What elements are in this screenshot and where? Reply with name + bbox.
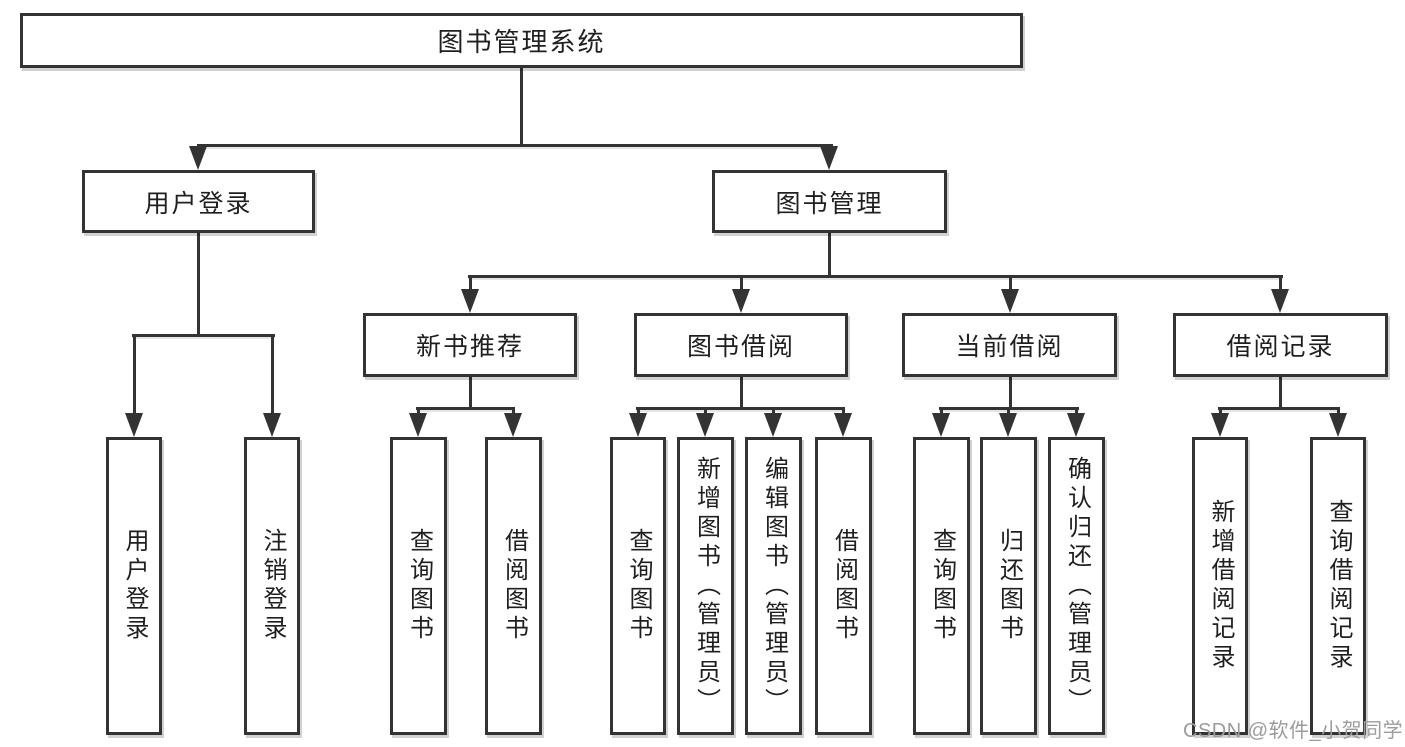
leaf-query-books-recommend: 查询图书 — [390, 437, 447, 735]
arrowhead-down-icon — [696, 413, 714, 437]
arrowhead-down-icon — [1067, 413, 1085, 437]
leaf-user-login: 用户登录 — [106, 437, 162, 735]
node-label: 用户登录 — [144, 189, 253, 218]
leaf-edit-books-admin: 编辑图书（管理员） — [745, 437, 802, 735]
arrowhead-down-icon — [461, 289, 479, 313]
arrowhead-down-icon — [932, 413, 950, 437]
arrowhead-down-icon — [263, 413, 281, 437]
leaf-label: 用户登录 — [121, 528, 148, 644]
leaf-query-borrow-record: 查询借阅记录 — [1310, 437, 1366, 735]
leaf-confirm-return-admin: 确认归还（管理员） — [1048, 437, 1105, 735]
arrowhead-down-icon — [189, 146, 207, 170]
leaf-label: 新增图书（管理员） — [692, 455, 720, 717]
connector-vline — [469, 377, 472, 410]
arrowhead-down-icon — [1211, 413, 1229, 437]
leaf-label: 注销登录 — [259, 528, 286, 644]
connector-hline — [636, 407, 845, 410]
node-label: 当前借阅 — [955, 333, 1064, 361]
leaf-add-books-admin: 新增图书（管理员） — [677, 437, 734, 735]
connector-vline — [271, 337, 274, 417]
node-current-borrowing: 当前借阅 — [902, 313, 1117, 377]
connector-vline — [197, 233, 200, 337]
arrowhead-down-icon — [999, 413, 1017, 437]
connector-vline — [1279, 377, 1282, 410]
leaf-add-borrow-record: 新增借阅记录 — [1192, 437, 1248, 735]
arrowhead-down-icon — [732, 289, 750, 313]
leaf-query-books-borrowing: 查询图书 — [610, 437, 666, 735]
leaf-label: 借阅图书 — [500, 528, 528, 644]
leaf-label: 查询借阅记录 — [1325, 499, 1352, 673]
arrowhead-down-icon — [629, 413, 647, 437]
leaf-label: 新增借阅记录 — [1207, 499, 1234, 673]
connector-vline — [133, 337, 136, 417]
leaf-label: 归还图书 — [995, 528, 1023, 644]
arrowhead-down-icon — [1271, 289, 1289, 313]
node-label: 图书管理 — [775, 189, 884, 218]
node-new-book-recommendation: 新书推荐 — [363, 313, 577, 377]
arrowhead-down-icon — [504, 413, 522, 437]
connector-vline — [1279, 278, 1282, 292]
connector-hline — [1218, 407, 1340, 410]
node-book-management: 图书管理 — [712, 170, 947, 233]
connector-vline — [828, 233, 831, 278]
connector-vline — [520, 68, 523, 146]
node-user-login: 用户登录 — [82, 170, 315, 233]
leaf-label: 确认归还（管理员） — [1063, 455, 1091, 717]
leaf-logout: 注销登录 — [244, 437, 300, 735]
leaf-borrow-books-recommend: 借阅图书 — [485, 437, 542, 735]
arrowhead-down-icon — [834, 413, 852, 437]
connector-vline — [469, 278, 472, 292]
connector-vline — [1009, 377, 1012, 410]
leaf-query-books-current: 查询图书 — [913, 437, 970, 735]
connector-vline — [1009, 278, 1012, 292]
connector-vline — [740, 278, 743, 292]
leaf-borrow-books: 借阅图书 — [815, 437, 872, 735]
leaf-label: 查询图书 — [405, 528, 433, 644]
arrowhead-down-icon — [409, 413, 427, 437]
leaf-return-books: 归还图书 — [980, 437, 1037, 735]
arrowhead-down-icon — [820, 146, 838, 170]
connector-hline — [939, 407, 1079, 410]
connector-hline — [132, 334, 275, 337]
leaf-label: 编辑图书（管理员） — [760, 455, 788, 717]
node-borrowing-records: 借阅记录 — [1173, 313, 1388, 377]
node-label: 借阅记录 — [1226, 333, 1335, 361]
connector-hline — [197, 144, 833, 147]
node-label: 图书管理系统 — [437, 27, 606, 57]
node-library-management-system: 图书管理系统 — [20, 13, 1023, 68]
csdn-watermark: CSDN @软件_小贺同学 — [1183, 720, 1404, 742]
arrowhead-down-icon — [764, 413, 782, 437]
node-label: 图书借阅 — [686, 333, 795, 361]
node-book-borrowing: 图书借阅 — [634, 313, 848, 377]
connector-hline — [468, 275, 1283, 278]
arrowhead-down-icon — [125, 413, 143, 437]
arrowhead-down-icon — [1329, 413, 1347, 437]
node-label: 新书推荐 — [415, 333, 524, 361]
connector-hline — [416, 407, 515, 410]
connector-vline — [740, 377, 743, 410]
leaf-label: 查询图书 — [625, 528, 652, 644]
arrowhead-down-icon — [1001, 289, 1019, 313]
leaf-label: 借阅图书 — [830, 528, 858, 644]
leaf-label: 查询图书 — [928, 528, 956, 644]
